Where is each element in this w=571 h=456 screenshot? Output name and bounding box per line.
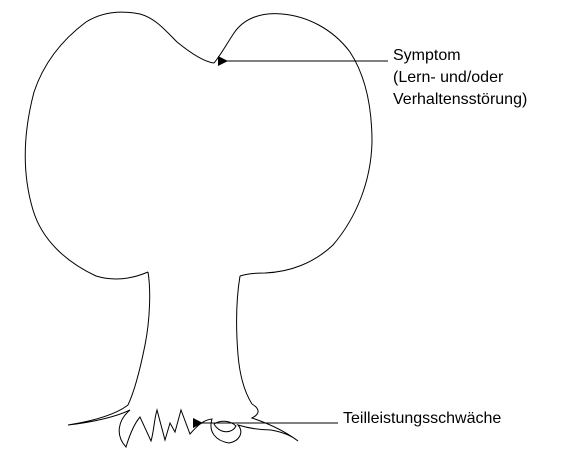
tree-trunk-right — [237, 276, 252, 404]
symptom-label: Symptom (Lern- und/oder Verhaltensstörun… — [393, 45, 527, 111]
tree-trunk-left — [128, 272, 150, 405]
tree-roots — [68, 404, 298, 447]
tree-crown-outline — [25, 12, 214, 279]
symptom-label-line-3: Verhaltensstörung) — [393, 89, 527, 111]
symptom-label-line-1: Symptom — [393, 45, 527, 67]
symptom-label-line-2: (Lern- und/oder — [393, 67, 527, 89]
tree-crown-outline-right — [214, 14, 372, 276]
root-label: Teilleistungsschwäche — [343, 408, 501, 430]
